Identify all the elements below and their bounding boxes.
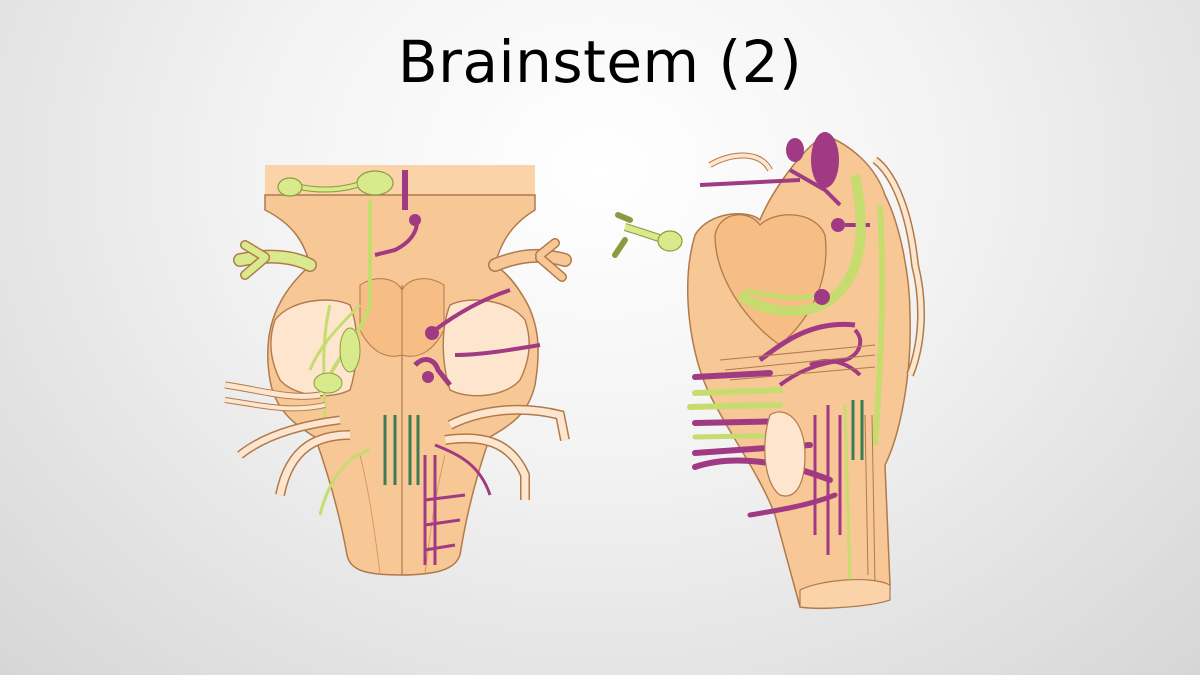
- brainstem-ventral-view-icon: [224, 165, 572, 576]
- slide-title: Brainstem (2): [397, 28, 803, 96]
- brainstem-sagittal-view-icon: [612, 132, 925, 610]
